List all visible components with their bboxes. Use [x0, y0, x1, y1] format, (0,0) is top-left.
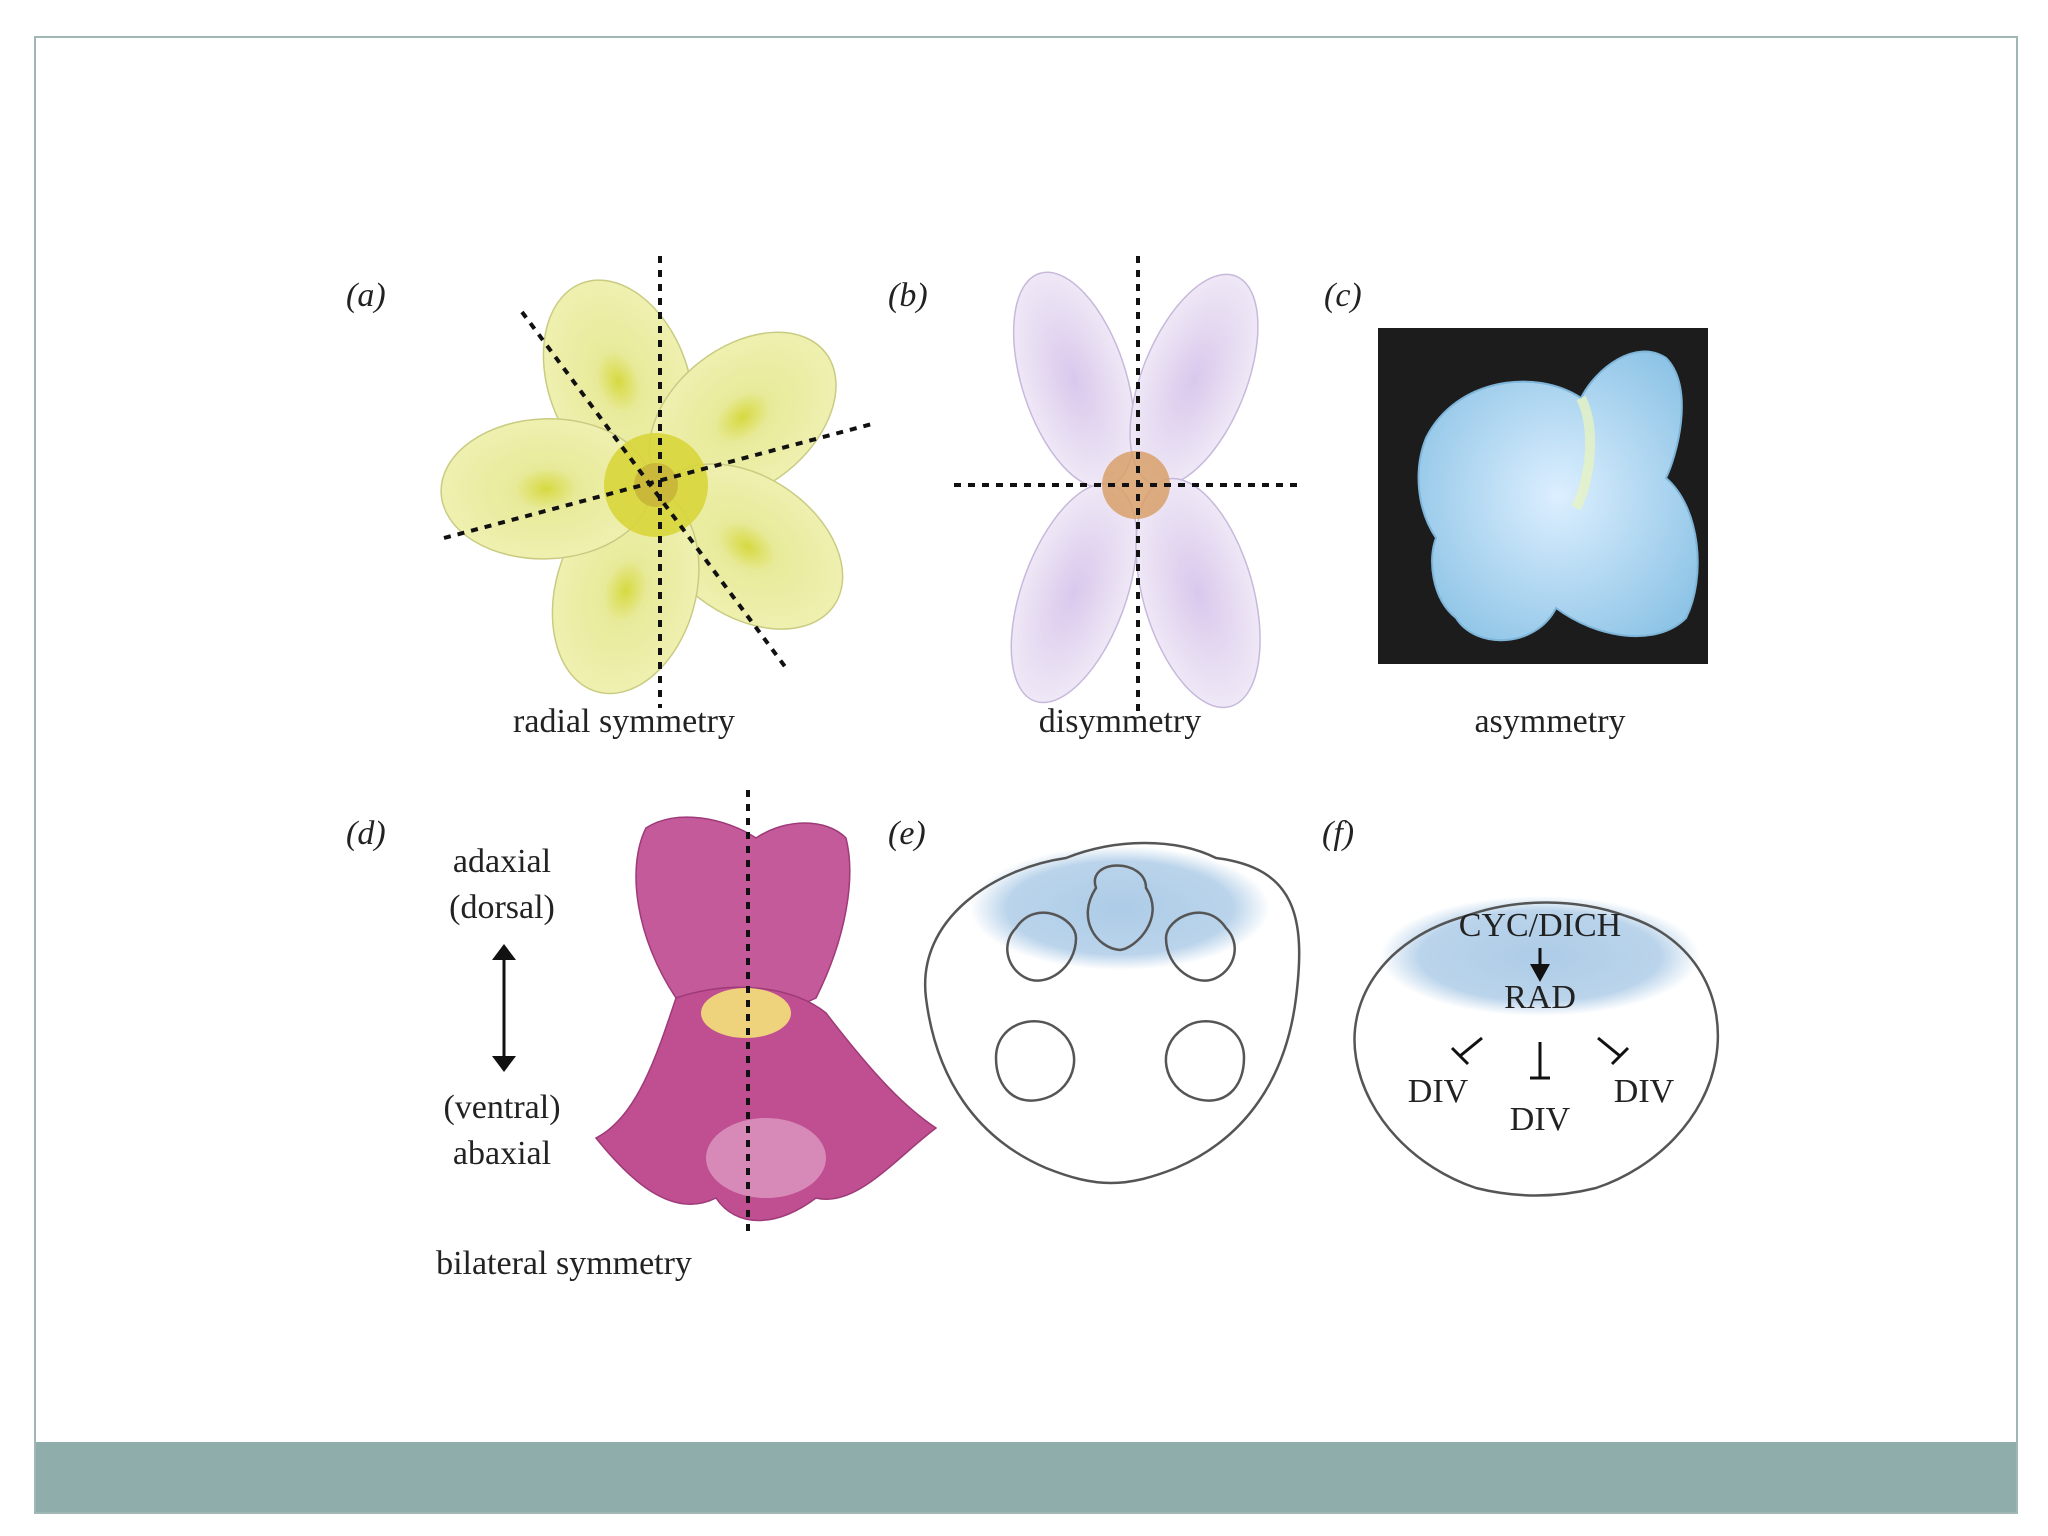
label-ventral: (ventral)	[443, 1089, 560, 1126]
node-div-right: DIV	[1614, 1073, 1675, 1110]
figure: (a) radial symmetry (b)	[346, 256, 1720, 1282]
panel-letter-f: (f)	[1322, 815, 1354, 852]
node-div-left: DIV	[1408, 1073, 1469, 1110]
lilac-flower-icon	[1010, 271, 1261, 709]
regulation-diagram: CYC/DICH RAD DIV DIV DIV	[1353, 896, 1720, 1197]
panel-letter-b: (b)	[888, 277, 928, 314]
panel-letter-e: (e)	[888, 815, 926, 852]
node-cyc-dich: CYC/DICH	[1459, 907, 1621, 944]
yellow-flower-icon	[440, 279, 844, 695]
symmetry-axes-a	[443, 256, 873, 708]
panel-letter-d: (d)	[346, 815, 386, 852]
label-adaxial: adaxial	[453, 843, 551, 880]
label-abaxial: abaxial	[453, 1135, 551, 1172]
caption-bilateral-symmetry: bilateral symmetry	[436, 1245, 692, 1282]
caption-radial-symmetry: radial symmetry	[513, 703, 735, 740]
panel-letter-c: (c)	[1324, 277, 1362, 314]
caption-disymmetry: disymmetry	[1039, 703, 1201, 740]
caption-asymmetry: asymmetry	[1474, 703, 1625, 740]
symmetry-axes-b	[954, 256, 1298, 718]
snapdragon-flower-icon	[594, 816, 938, 1222]
slide: (a) radial symmetry (b)	[34, 36, 2018, 1514]
double-arrow-icon	[492, 944, 516, 1072]
label-dorsal: (dorsal)	[449, 889, 555, 926]
floral-diagram	[923, 841, 1301, 1185]
footer-bar	[36, 1442, 2016, 1512]
panel-letter-a: (a)	[346, 277, 386, 314]
node-rad: RAD	[1504, 979, 1576, 1016]
blue-flower-icon	[1378, 328, 1708, 664]
node-div-center: DIV	[1510, 1101, 1571, 1138]
inhibition-arrows	[1450, 1036, 1630, 1080]
